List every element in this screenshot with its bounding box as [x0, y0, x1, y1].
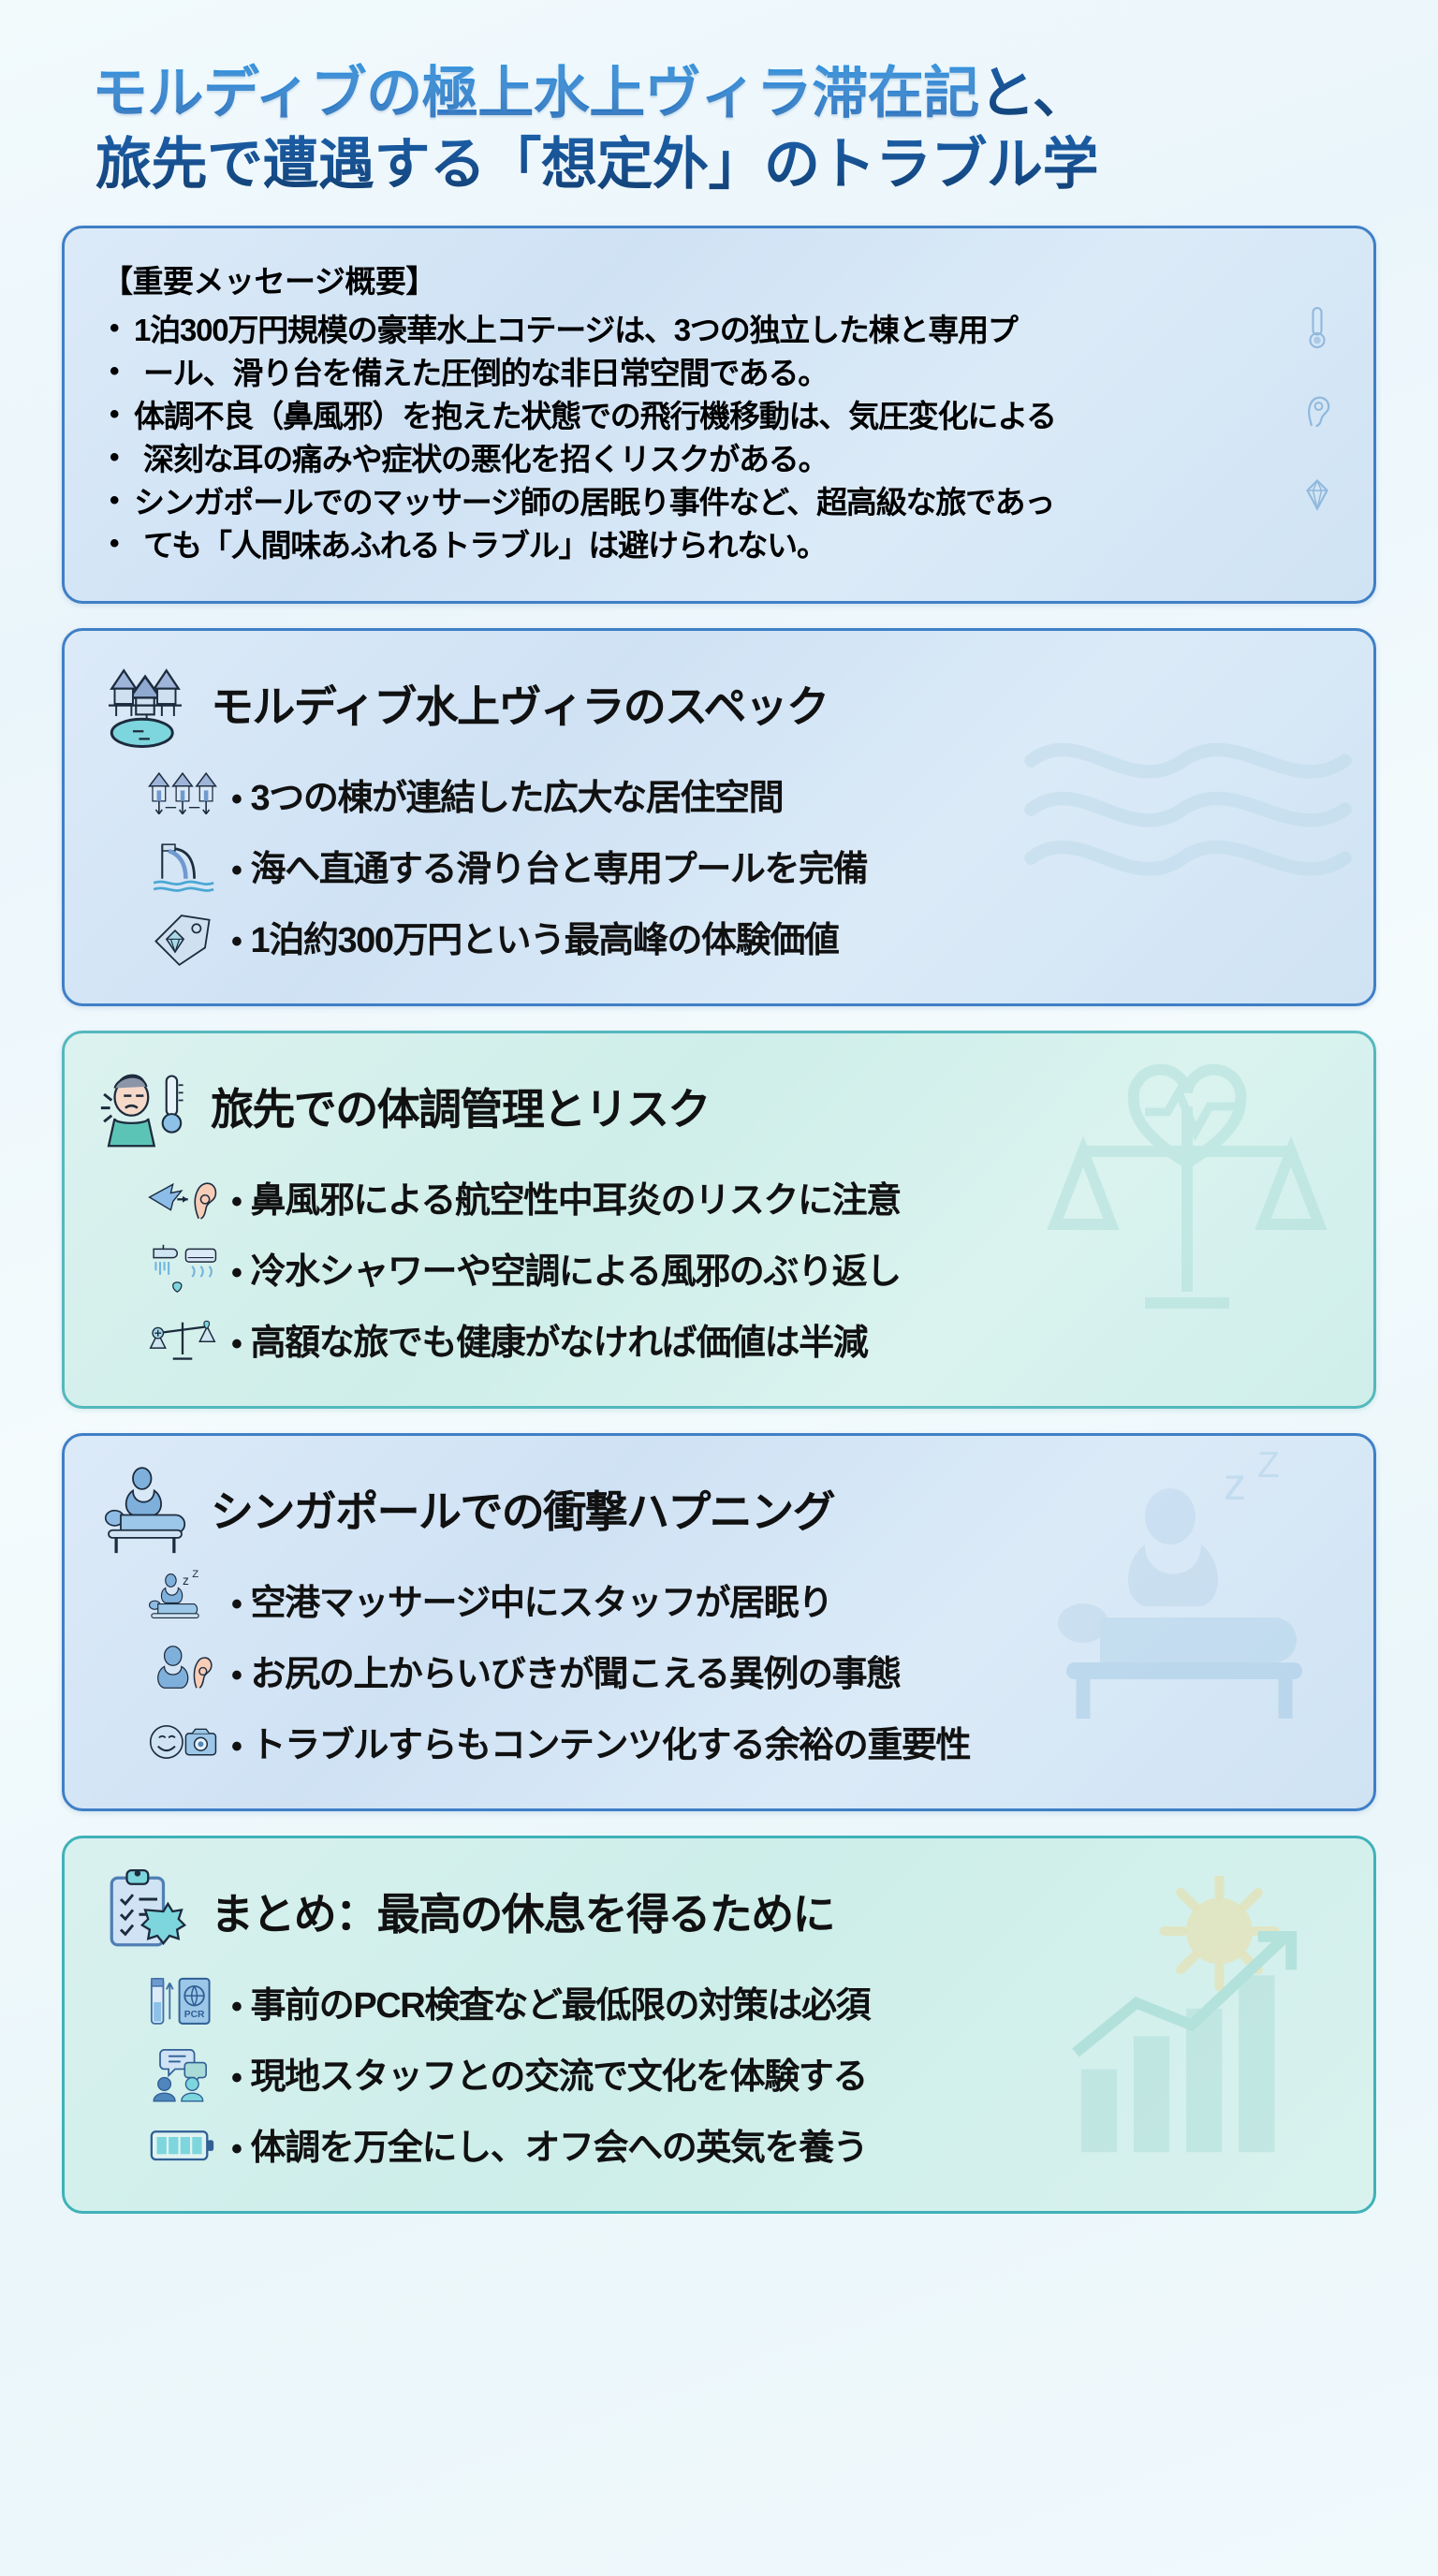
- list-item: トラブルすらもコンテンツ化する余裕の重要性: [145, 1711, 1342, 1773]
- water-slide-icon: [153, 842, 214, 892]
- thermometer-icon: [1309, 307, 1326, 349]
- svg-text:PCR: PCR: [184, 2010, 205, 2020]
- list-item-label: 体調を万全にし、オフ会への英気を養う: [231, 2118, 869, 2170]
- three-huts-icon: [148, 771, 217, 814]
- section-heading: シンガポールでの衝撃ハプニング: [211, 1486, 836, 1536]
- list-item-cont: ール、滑り台を備えた圧倒的な非日常空間である。: [102, 353, 1336, 394]
- title-line-1: モルディブの極上水上ヴィラ滞在記と、: [92, 58, 1371, 129]
- section-heading: モルディブ水上ヴィラのスペック: [211, 681, 829, 731]
- massage-table-icon: [104, 1466, 186, 1553]
- list-item: 体調を万全にし、オフ会への英気を養う: [145, 2114, 1342, 2175]
- title-line-1-main: モルディブの極上水上ヴィラ滞在記: [92, 62, 979, 124]
- shower-aircon-icon: [153, 1244, 217, 1293]
- list-item: お尻の上からいびきが聞こえる異例の事態: [145, 1640, 1342, 1702]
- diamond-icon: [1306, 479, 1328, 511]
- section-rows: PCR 事前のPCR検査など最低限の対策は必須 現地スタッフとの交流で文化を体験…: [96, 1971, 1342, 2175]
- svg-text:Z: Z: [192, 1569, 198, 1580]
- section-header: まとめ：最高の休息を得るために: [96, 1863, 1342, 1960]
- section-header: 旅先での体調管理とリスク: [96, 1058, 1342, 1155]
- snoring-ear-icon: [157, 1645, 213, 1689]
- key-message-card: 【重要メッセージ概要】 1泊300万円規模の豪華水上コテージは、3つの独立した棟…: [62, 226, 1376, 604]
- list-item-label: 現地スタッフとの交流で文化を体験する: [231, 2047, 869, 2099]
- balance-scale-icon: [149, 1320, 216, 1360]
- smile-camera-icon: [149, 1724, 217, 1759]
- list-item: 1泊約300万円という最高峰の体験価値: [145, 906, 1342, 968]
- clipboard-check-badge-icon: [110, 1868, 187, 1946]
- list-item-cont: ても「人間味あふれるトラブル」は避けられない。: [102, 525, 1336, 566]
- sick-person-thermometer-icon: [100, 1074, 183, 1147]
- list-item: 現地スタッフとの交流で文化を体験する: [145, 2042, 1342, 2104]
- section-rows: 3つの棟が連結した広大な居住空間 海へ直通する滑り台と専用プールを完備: [96, 764, 1342, 968]
- list-item-label: 海へ直通する滑り台と専用プールを完備: [231, 840, 869, 891]
- plane-to-ear-icon: [148, 1182, 217, 1220]
- list-item: 1泊300万円規模の豪華水上コテージは、3つの独立した棟と専用プ: [102, 310, 1336, 351]
- section-header: シンガポールでの衝撃ハプニング: [96, 1460, 1342, 1558]
- overwater-villa-icon: [109, 667, 182, 748]
- list-item-label: 鼻風邪による航空性中耳炎のリスクに注意: [231, 1171, 902, 1222]
- section-header: モルディブ水上ヴィラのスペック: [96, 655, 1342, 753]
- section-singapore-happening: z Z シンガポールでの衝撃ハプニング: [62, 1432, 1376, 1811]
- section-heading: 旅先での体調管理とリスク: [211, 1084, 711, 1134]
- intro-decorative-icons: [1299, 305, 1336, 519]
- list-item-cont: 深刻な耳の痛みや症状の悪化を招くリスクがある。: [102, 439, 1336, 480]
- key-message-list: 1泊300万円規模の豪華水上コテージは、3つの独立した棟と専用プ ール、滑り台を…: [102, 310, 1336, 566]
- svg-text:z: z: [183, 1573, 189, 1588]
- sleeping-massage-icon: z Z: [149, 1569, 199, 1618]
- pcr-test-passport-icon: PCR: [150, 1977, 211, 2025]
- section-villa-spec: モルディブ水上ヴィラのスペック 3つの棟が連結し: [62, 627, 1376, 1006]
- section-rows: 鼻風邪による航空性中耳炎のリスクに注意 冷水シャワーや空調による風邪のぶり返し: [96, 1166, 1342, 1370]
- people-chat-icon: [153, 2048, 207, 2101]
- diamond-tag-icon: [154, 914, 211, 966]
- list-item: シンガポールでのマッサージ師の居眠り事件など、超高級な旅であっ: [102, 482, 1336, 523]
- section-summary: まとめ：最高の休息を得るために PCR 事前のPCR検査など最低限の対策は必須: [62, 1835, 1376, 2214]
- list-item: 冷水シャワーや空調による風邪のぶり返し: [145, 1237, 1342, 1299]
- list-item-label: 1泊約300万円という最高峰の体験価値: [231, 911, 840, 962]
- list-item: PCR 事前のPCR検査など最低限の対策は必須: [145, 1971, 1342, 2033]
- list-item-label: 事前のPCR検査など最低限の対策は必須: [231, 1976, 872, 2027]
- list-item-label: 冷水シャワーや空調による風邪のぶり返し: [231, 1242, 902, 1294]
- list-item: 鼻風邪による航空性中耳炎のリスクに注意: [145, 1166, 1342, 1228]
- list-item-label: 3つの棟が連結した広大な居住空間: [231, 768, 785, 820]
- section-health-risk: 旅先での体調管理とリスク 鼻風邪による航空性中耳炎のリスクに注意: [62, 1030, 1376, 1409]
- list-item: 体調不良（鼻風邪）を抱えた状態での飛行機移動は、気圧変化による: [102, 396, 1336, 437]
- list-item-label: 空港マッサージ中にスタッフが居眠り: [231, 1573, 834, 1625]
- title-line-1-tail: と、: [978, 62, 1089, 124]
- list-item: 海へ直通する滑り台と専用プールを完備: [145, 835, 1342, 897]
- list-item: 3つの棟が連結した広大な居住空間: [145, 764, 1342, 826]
- list-item-label: トラブルすらもコンテンツ化する余裕の重要性: [231, 1716, 972, 1767]
- list-item-label: 高額な旅でも健康がなければ価値は半減: [231, 1313, 869, 1365]
- list-item: z Z 空港マッサージ中にスタッフが居眠り: [145, 1569, 1342, 1631]
- section-heading: まとめ：最高の休息を得るために: [211, 1889, 836, 1939]
- list-item: 高額な旅でも健康がなければ価値は半減: [145, 1309, 1342, 1370]
- list-item-label: お尻の上からいびきが聞こえる異例の事態: [231, 1645, 902, 1696]
- title-line-2: 旅先で遭遇する「想定外」のトラブル学: [92, 129, 1371, 200]
- ear-icon: [1308, 396, 1330, 428]
- key-message-heading: 【重要メッセージ概要】: [102, 264, 436, 300]
- page-title: モルディブの極上水上ヴィラ滞在記と、 旅先で遭遇する「想定外」のトラブル学: [49, 0, 1389, 226]
- title-line-2-text: 旅先で遭遇する「想定外」のトラブル学: [95, 132, 1099, 196]
- battery-full-icon: [150, 2130, 214, 2160]
- section-rows: z Z 空港マッサージ中にスタッフが居眠り お尻の上からいびきが聞こえる異例の事…: [96, 1569, 1342, 1773]
